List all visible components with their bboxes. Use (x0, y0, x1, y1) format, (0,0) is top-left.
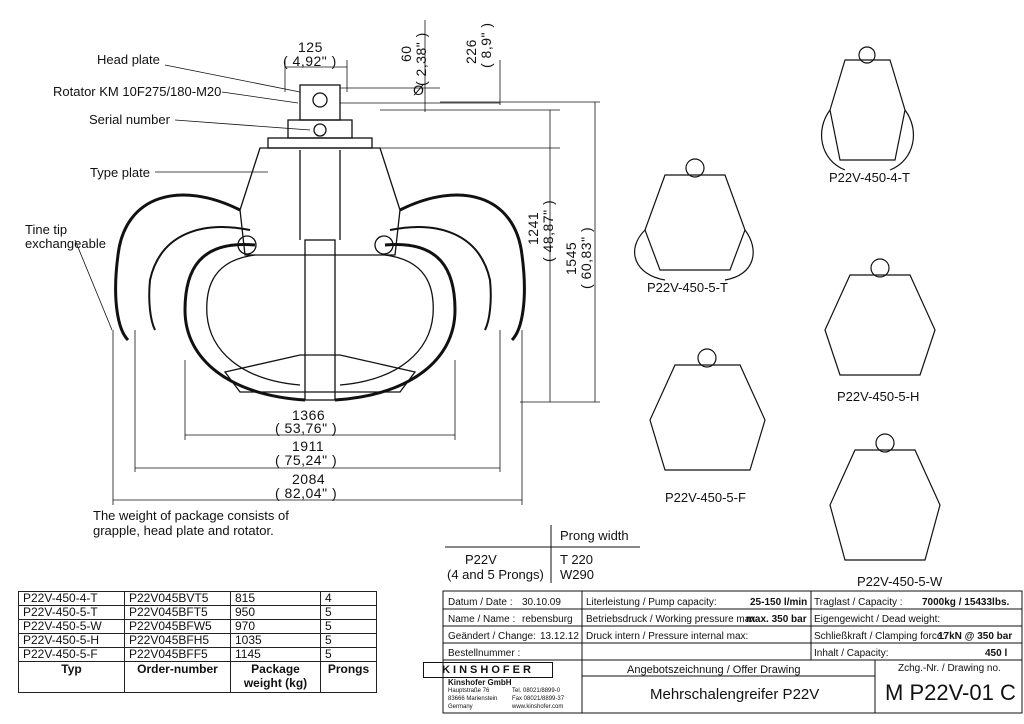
dim-2084: 2084 (292, 471, 326, 487)
variant-5h-sketch (824, 258, 936, 376)
tine-tip-label: Tine tip (25, 222, 68, 237)
serial-number-label: Serial number (89, 112, 170, 127)
prong-table-lines (445, 525, 640, 583)
dim-1366-in: ( 53,76" ) (275, 420, 338, 436)
tb-load-label: Traglast / Capacity : (814, 597, 903, 608)
tb-dead-label: Eigengewicht / Dead weight: (814, 614, 941, 625)
tb-title: Mehrschalengreifer P22V (650, 686, 820, 703)
tb-date-label: Datum / Date : (448, 597, 513, 608)
tb-int-label: Druck intern / Pressure internal max: (586, 631, 749, 642)
dim-1911-in: ( 75,24" ) (275, 452, 338, 468)
variant-5w-label: P22V-450-5-W (857, 574, 943, 589)
rotator-label: Rotator KM 10F275/180-M20 (53, 84, 222, 99)
tb-changed: 13.12.12 (540, 631, 579, 642)
weight-note-1: The weight of package consists of (93, 508, 289, 523)
tb-tel: Tel. 08021/8899-0 (512, 688, 561, 694)
variant-5f-label: P22V-450-5-F (665, 490, 746, 505)
variant-4t-label: P22V-450-4-T (829, 170, 910, 185)
prong-model: P22V (465, 552, 497, 567)
tb-vol-label: Inhalt / Capacity: (814, 648, 889, 659)
dim-125: 125 (298, 39, 323, 55)
variant-5t-sketch (634, 158, 754, 281)
variant-sketches (634, 46, 941, 561)
tb-work-label: Betriebsdruck / Working pressure max: (586, 614, 759, 625)
tb-date: 30.10.09 (522, 597, 561, 608)
tb-changed-label: Geändert / Change: (448, 631, 536, 642)
dim-125-in: ( 4,92" ) (283, 53, 337, 69)
dim-1911: 1911 (292, 438, 325, 454)
dim-226: 226 (463, 39, 479, 64)
tb-order-label: Bestellnummer : (448, 648, 521, 659)
head-plate-label: Head plate (97, 52, 160, 67)
dimension-lines (74, 20, 600, 505)
dim-1545: 1545 (563, 241, 579, 275)
dim-60-in: ( 2,38" ) (413, 32, 429, 86)
prong-width-header: Prong width (560, 528, 629, 543)
dim-diameter: Ø (413, 82, 425, 98)
tb-work: max. 350 bar (746, 614, 807, 625)
prong-width-t: T 220 (560, 552, 594, 567)
tb-vol: 450 l (985, 648, 1008, 659)
tine-exchangeable-label: exchangeable (25, 236, 106, 251)
tb-name: rebensburg (522, 614, 573, 625)
tb-addr3: Germany (448, 704, 473, 710)
weight-note-2: grapple, head plate and rotator. (93, 523, 274, 538)
tb-fax: Fax 08021/8899-37 (512, 696, 565, 702)
tb-clamp-label: Schließkraft / Clamping force: (814, 631, 946, 642)
variant-5t-label: P22V-450-5-T (647, 280, 728, 295)
variant-5f-sketch (649, 348, 766, 471)
tb-addr1: Hauptstraße 76 (448, 688, 490, 694)
titleblock-frame (442, 590, 1023, 714)
variant-5h-label: P22V-450-5-H (837, 389, 920, 404)
tb-web: www.kinshofer.com (512, 704, 564, 710)
tb-name-label: Name / Name : (448, 614, 516, 625)
tb-load: 7000kg / 15433lbs. (922, 597, 1010, 608)
dim-1241: 1241 (525, 211, 541, 245)
dim-1366: 1366 (292, 407, 326, 423)
prong-model-sub: (4 and 5 Prongs) (447, 567, 544, 582)
tb-clamp: 17kN @ 350 bar (938, 631, 1013, 642)
tb-addr2: 83666 Marienstein (448, 696, 498, 702)
tb-drawno: M P22V-01 C (885, 680, 1016, 705)
tb-offer: Angebotszeichnung / Offer Drawing (627, 664, 801, 676)
dim-226-in: ( 8,9" ) (478, 22, 494, 68)
grapple-main-view (114, 84, 526, 402)
type-plate-label: Type plate (90, 165, 150, 180)
dim-1241-in: ( 48,87" ) (540, 199, 556, 262)
dim-60: 60 (398, 45, 414, 62)
tb-company: Kinshofer GmbH (448, 678, 512, 687)
prong-width-w: W290 (560, 567, 594, 582)
dim-1545-in: ( 60,83" ) (578, 226, 594, 289)
tb-drawno-label: Zchg.-Nr. / Drawing no. (898, 663, 1001, 674)
kinshofer-logo: KINSHOFER (423, 662, 553, 678)
dim-2084-in: ( 82,04" ) (275, 485, 338, 501)
tb-pump-label: Literleistung / Pump capacity: (586, 597, 717, 608)
tb-pump: 25-150 l/min (750, 597, 808, 608)
variant-5w-sketch (829, 433, 941, 561)
variant-4t-sketch (821, 46, 914, 171)
